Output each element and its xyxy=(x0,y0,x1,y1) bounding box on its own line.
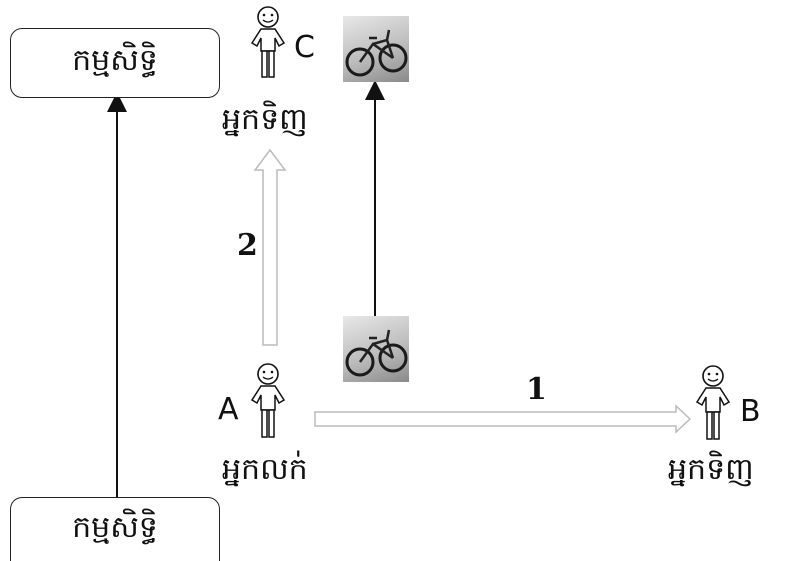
person-b-icon xyxy=(693,364,733,442)
person-c-icon xyxy=(248,5,288,80)
seller-letter: A xyxy=(218,392,239,427)
step-2-hollow-arrow xyxy=(253,148,287,346)
step-1-label: 1 xyxy=(526,372,547,407)
bicycle-photo-top-icon xyxy=(343,16,409,82)
ownership-box-top: កម្មសិទ្ធិ xyxy=(10,28,220,98)
buyer-c-role: អ្នកទិញ xyxy=(222,102,308,137)
buyer-c-letter: C xyxy=(294,30,315,65)
ownership-box-bottom: កម្មសិទ្ធិ xyxy=(10,497,220,561)
bicycle-photo-middle-icon xyxy=(343,316,409,382)
seller-role: អ្នកលក់ xyxy=(222,452,308,487)
step-2-label: 2 xyxy=(237,228,258,263)
buyer-b-letter: B xyxy=(740,394,761,429)
person-a-icon xyxy=(248,362,288,440)
step-1-hollow-arrow xyxy=(314,404,692,434)
buyer-b-role: អ្នកទិញ xyxy=(668,452,754,487)
